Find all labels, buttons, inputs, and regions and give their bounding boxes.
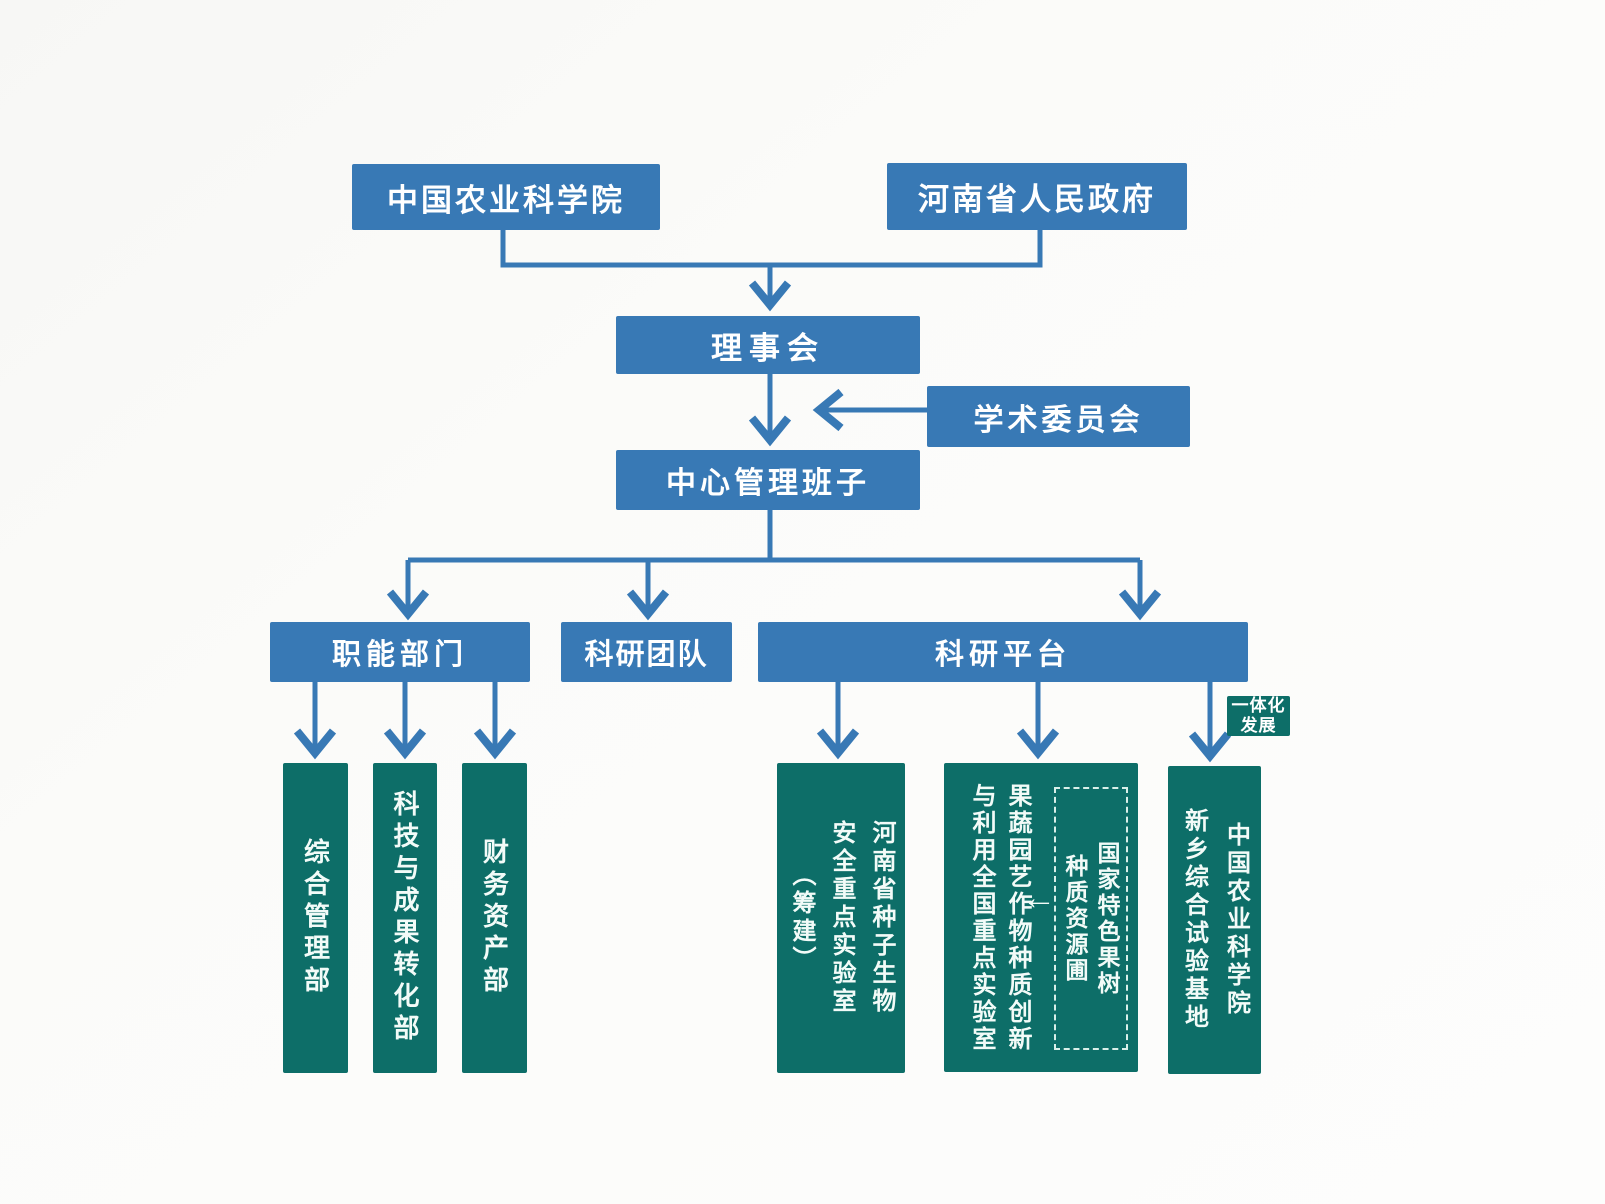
node-finance-assets-dept: 财务资产部 <box>462 763 527 1073</box>
node-finance-assets-dept-label: 财务资产部 <box>479 838 510 998</box>
node-academic-committee: 学术委员会 <box>927 386 1190 447</box>
node-council: 理事会 <box>616 316 920 374</box>
node-tech-transfer-dept: 科技与成果转化部 <box>373 763 437 1073</box>
node-general-management-dept: 综合管理部 <box>283 763 348 1073</box>
node-functional-departments-label: 职能部门 <box>331 639 468 671</box>
node-germplasm-nursery-label: 国家特色果树 种质资源圃 <box>1062 840 1120 997</box>
integration-development-tag: 一体化 发展 <box>1227 696 1290 736</box>
node-management-team-label: 中心管理班子 <box>666 467 870 500</box>
node-xinxiang-experiment-base-label: 中国农业科学院 新乡综合试验基地 <box>1180 808 1250 1032</box>
node-council-label: 理事会 <box>711 330 825 366</box>
node-caas: 中国农业科学院 <box>352 164 660 230</box>
node-henan-government: 河南省人民政府 <box>887 163 1187 230</box>
node-functional-departments: 职能部门 <box>270 622 530 682</box>
edge-parents-join <box>500 230 1043 268</box>
node-xinxiang-experiment-base: 中国农业科学院 新乡综合试验基地 <box>1168 766 1261 1074</box>
node-henan-government-label: 河南省人民政府 <box>918 182 1156 217</box>
edge-mgmt-split <box>408 510 1140 563</box>
node-management-team: 中心管理班子 <box>616 450 920 510</box>
node-seed-biosafety-lab-label: 河南省种子生物 安全重点实验室 （筹建） <box>788 820 895 1016</box>
nursery-to-lab-arrow-icon: ← <box>1022 879 1056 917</box>
integration-tag-line2: 发展 <box>1240 716 1277 735</box>
node-academic-committee-label: 学术委员会 <box>973 403 1144 437</box>
node-research-teams: 科研团队 <box>561 622 732 682</box>
node-research-platforms-label: 科研平台 <box>934 639 1071 671</box>
node-fruit-veg-key-lab: 果蔬园艺作物种质创新 与利用全国重点实验室 ← 国家特色果树 种质资源圃 <box>944 763 1138 1072</box>
node-research-teams-label: 科研团队 <box>584 639 709 671</box>
node-caas-label: 中国农业科学院 <box>387 182 625 218</box>
node-research-platforms: 科研平台 <box>758 622 1248 682</box>
integration-tag-line1: 一体化 <box>1231 696 1286 715</box>
node-fruit-veg-key-lab-label: 果蔬园艺作物种质创新 与利用全国重点实验室 <box>968 782 1031 1053</box>
node-general-management-dept-label: 综合管理部 <box>300 838 331 998</box>
node-seed-biosafety-lab: 河南省种子生物 安全重点实验室 （筹建） <box>777 763 905 1073</box>
node-tech-transfer-dept-label: 科技与成果转化部 <box>390 790 420 1046</box>
node-germplasm-nursery: 国家特色果树 种质资源圃 <box>1054 787 1128 1050</box>
